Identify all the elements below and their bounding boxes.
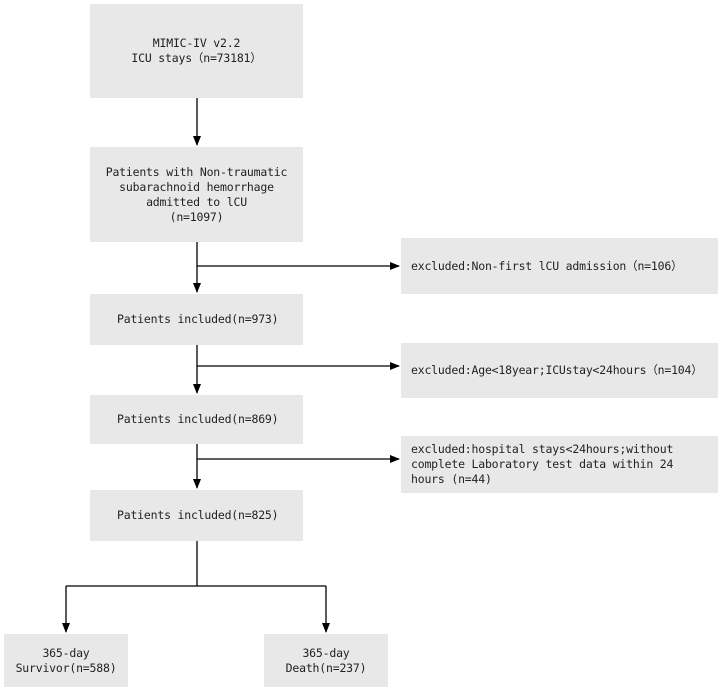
survivor-line-2: Survivor(n=588)	[15, 660, 117, 675]
box-sah-patients: Patients with Non-traumatic subarachnoid…	[90, 147, 303, 242]
exclusion-1-label: excluded:Non-first lCU admission（n=106）	[411, 258, 683, 273]
survivor-line-1: 365-day	[42, 645, 90, 660]
exclusion-3-line-2: complete Laboratory test data within 24	[411, 457, 674, 471]
included-2-label: Patients included(n=869)	[117, 412, 279, 426]
box-included-1: Patients included(n=973)	[90, 294, 303, 345]
box-exclusion-1: excluded:Non-first lCU admission（n=106）	[401, 238, 718, 294]
sah-line-4: (n=1097)	[169, 209, 224, 224]
death-line-2: Death(n=237)	[285, 660, 367, 675]
box-survivor: 365-day Survivor(n=588)	[4, 634, 128, 687]
box-exclusion-2: excluded:Age<18year;ICUstay<24hours（n=10…	[401, 343, 718, 398]
box-included-3: Patients included(n=825)	[90, 490, 303, 541]
exclusion-3-line-3: hours (n=44)	[411, 472, 492, 486]
box-exclusion-3: excluded:hospital stays<24hours;without …	[401, 436, 718, 493]
sah-line-2: subarachnoid hemorrhage	[119, 179, 274, 194]
death-line-1: 365-day	[302, 645, 350, 660]
exclusion-2-label: excluded:Age<18year;ICUstay<24hours（n=10…	[411, 363, 703, 377]
box-source-dataset: MIMIC-IV v2.2 ICU stays（n=73181）	[90, 4, 303, 98]
source-line-2: ICU stays（n=73181）	[131, 51, 262, 65]
sah-line-3: admitted to lCU	[146, 194, 247, 209]
box-death: 365-day Death(n=237)	[264, 634, 388, 687]
sah-line-1: Patients with Non-traumatic	[105, 164, 288, 179]
included-1-label: Patients included(n=973)	[117, 312, 279, 326]
exclusion-3-line-1: excluded:hospital stays<24hours;without	[411, 442, 674, 456]
source-line-1: MIMIC-IV v2.2	[152, 36, 241, 50]
included-3-label: Patients included(n=825)	[117, 508, 279, 522]
box-included-2: Patients included(n=869)	[90, 395, 303, 444]
